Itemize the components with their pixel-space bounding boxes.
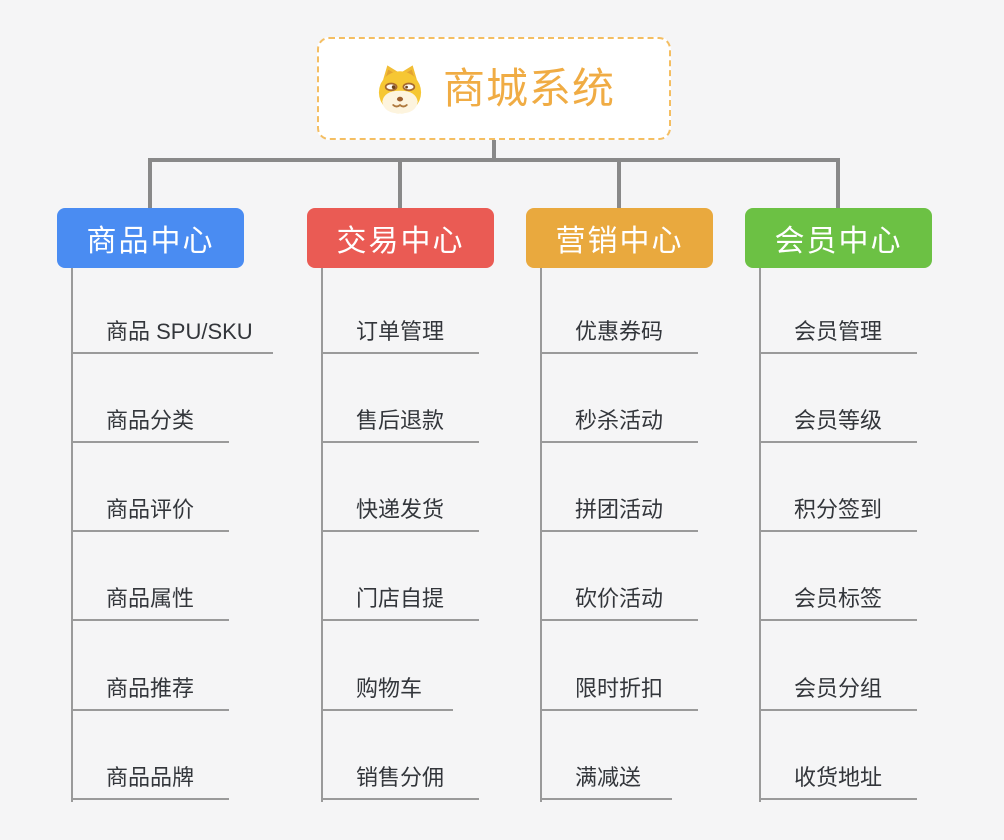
leaf-item[interactable]: 商品推荐 <box>72 671 229 711</box>
connector-drop-member <box>836 158 840 210</box>
leaf-item[interactable]: 收货地址 <box>760 760 917 800</box>
connector-root-stem <box>492 140 496 160</box>
branch-trade-center: 交易中心 订单管理 售后退款 快递发货 门店自提 购物车 销售分佣 <box>307 208 557 808</box>
branch-trunk-line <box>71 268 73 802</box>
branch-marketing-center: 营销中心 优惠券码 秒杀活动 拼团活动 砍价活动 限时折扣 满减送 <box>526 208 776 808</box>
branch-trunk-line <box>321 268 323 802</box>
leaf-item[interactable]: 订单管理 <box>322 314 479 354</box>
leaf-item[interactable]: 会员标签 <box>760 581 917 621</box>
connector-drop-trade <box>398 158 402 210</box>
connector-horizontal-bar <box>148 158 840 162</box>
leaf-item[interactable]: 砍价活动 <box>541 581 698 621</box>
leaf-item[interactable]: 满减送 <box>541 760 672 800</box>
root-node[interactable]: 商城系统 <box>317 37 671 140</box>
branch-node-member-center[interactable]: 会员中心 <box>745 208 932 268</box>
leaf-item[interactable]: 优惠券码 <box>541 314 698 354</box>
connector-drop-marketing <box>617 158 621 210</box>
leaf-item[interactable]: 购物车 <box>322 671 453 711</box>
leaf-item[interactable]: 秒杀活动 <box>541 403 698 443</box>
leaf-item[interactable]: 限时折扣 <box>541 671 698 711</box>
doge-icon <box>378 64 422 113</box>
branch-trunk-line <box>540 268 542 802</box>
branch-product-center: 商品中心 商品 SPU/SKU 商品分类 商品评价 商品属性 商品推荐 商品品牌 <box>57 208 307 808</box>
branch-node-product-center[interactable]: 商品中心 <box>57 208 244 268</box>
leaf-item[interactable]: 商品品牌 <box>72 760 229 800</box>
root-title: 商城系统 <box>442 64 615 112</box>
connector-drop-product <box>148 158 152 210</box>
branch-node-trade-center[interactable]: 交易中心 <box>307 208 494 268</box>
leaf-item[interactable]: 商品属性 <box>72 581 229 621</box>
branch-trunk-line <box>759 268 761 802</box>
leaf-item[interactable]: 会员管理 <box>760 314 917 354</box>
leaf-item[interactable]: 门店自提 <box>322 581 479 621</box>
leaf-item[interactable]: 拼团活动 <box>541 492 698 532</box>
leaf-item[interactable]: 商品分类 <box>72 403 229 443</box>
leaf-item[interactable]: 会员等级 <box>760 403 917 443</box>
branch-member-center: 会员中心 会员管理 会员等级 积分签到 会员标签 会员分组 收货地址 <box>745 208 995 808</box>
leaf-item[interactable]: 销售分佣 <box>322 760 479 800</box>
leaf-item[interactable]: 商品评价 <box>72 492 229 532</box>
leaf-item[interactable]: 快递发货 <box>322 492 479 532</box>
leaf-item[interactable]: 积分签到 <box>760 492 917 532</box>
leaf-item[interactable]: 商品 SPU/SKU <box>72 314 273 354</box>
leaf-item[interactable]: 会员分组 <box>760 671 917 711</box>
leaf-item[interactable]: 售后退款 <box>322 403 479 443</box>
branch-node-marketing-center[interactable]: 营销中心 <box>526 208 713 268</box>
